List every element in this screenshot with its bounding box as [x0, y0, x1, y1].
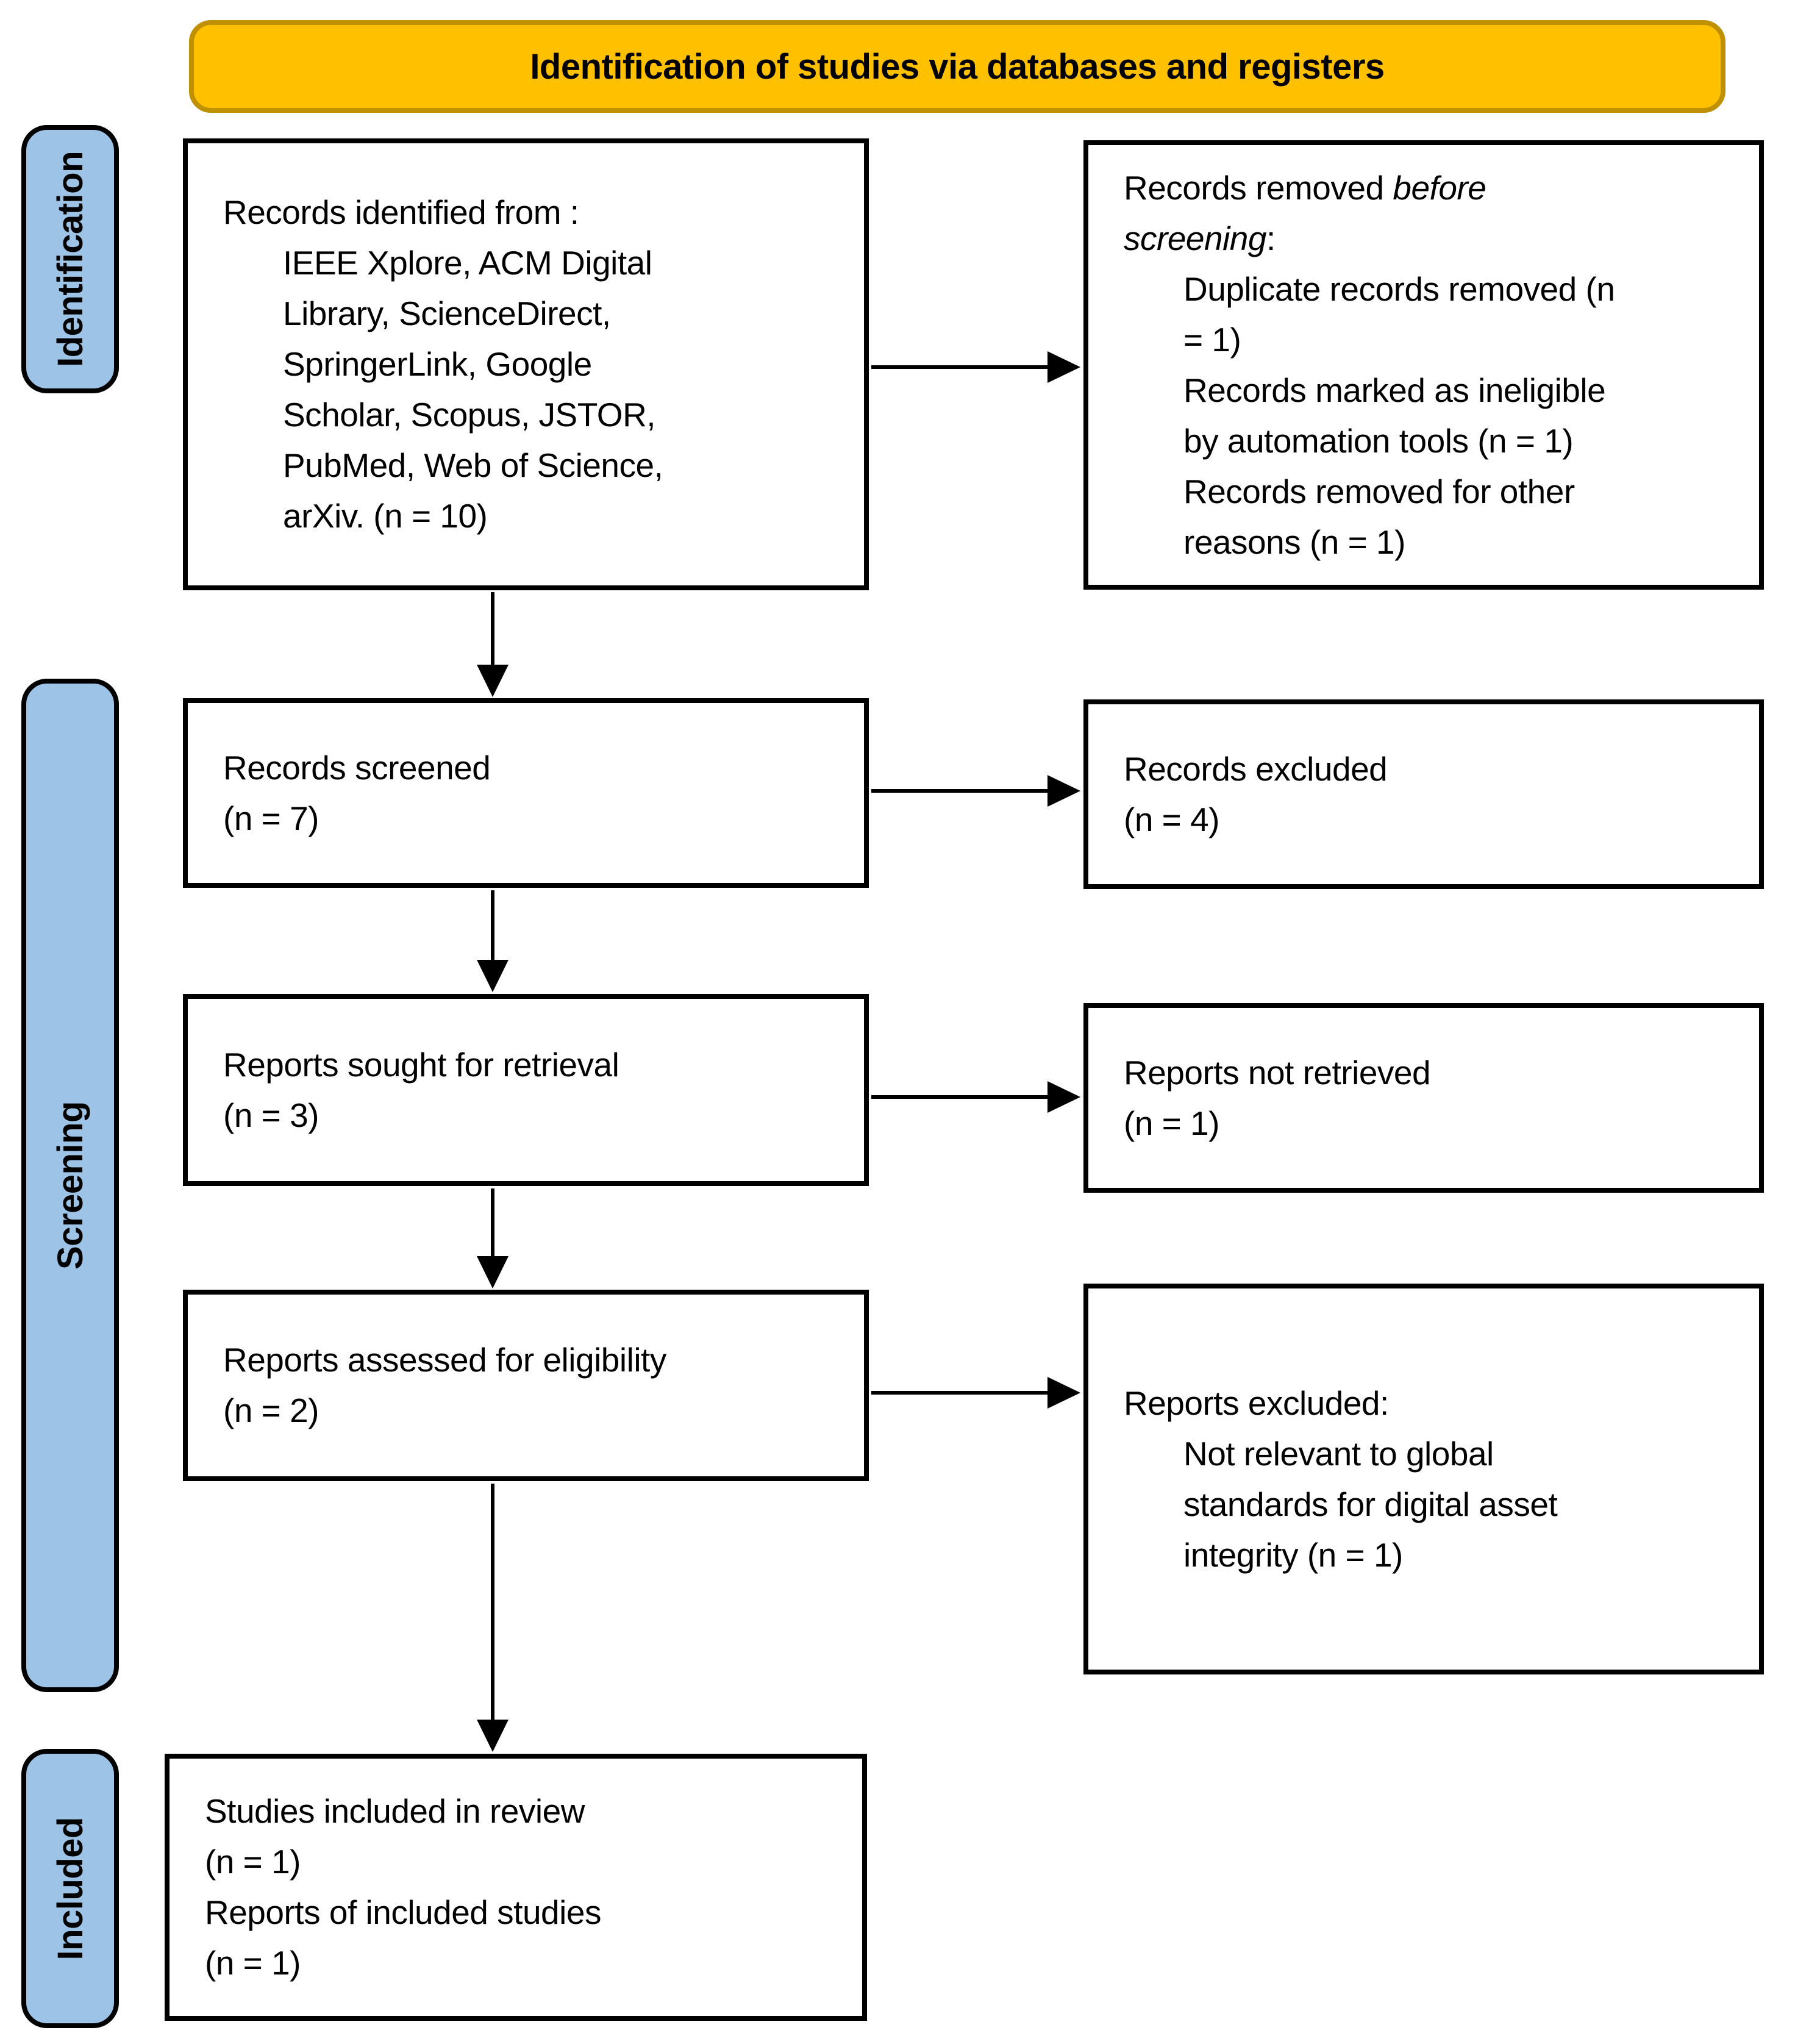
arrow-screened-to-sought [477, 890, 509, 992]
text-line: screening: [1124, 219, 1276, 257]
text-line: Records excluded [1124, 749, 1388, 788]
text-line: arXiv. (n = 10) [283, 497, 488, 535]
stage-identification: Identification [21, 125, 119, 393]
stage-screening-label: Screening [50, 1101, 90, 1270]
text-line: integrity (n = 1) [1183, 1535, 1403, 1574]
text-line: Records removed for other [1183, 472, 1575, 510]
box-records-excluded-text: Records excluded (n = 4) [1088, 744, 1759, 845]
text-line: Reports sought for retrieval [223, 1045, 619, 1084]
stage-screening: Screening [21, 679, 119, 1692]
text-line: (n = 7) [223, 799, 319, 837]
box-studies-included: Studies included in review (n = 1) Reports… [165, 1754, 867, 2021]
text-line: Duplicate records removed (n [1183, 270, 1615, 308]
text-line: (n = 3) [223, 1096, 319, 1134]
box-reports-sought-text: Reports sought for retrieval (n = 3) [188, 1040, 864, 1141]
text-line: Records identified from : [223, 193, 579, 231]
text-line: Records screened [223, 748, 491, 787]
text-line: Reports assessed for eligibility [223, 1341, 666, 1379]
text-line: Records removed before [1124, 168, 1486, 207]
diagram-title: Identification of studies via databases … [530, 46, 1385, 87]
arrow-sought-to-assessed [477, 1188, 509, 1288]
box-studies-included-text: Studies included in review (n = 1) Reports… [170, 1786, 862, 1989]
title-banner: Identification of studies via databases … [189, 20, 1725, 113]
box-records-identified: Records identified from : IEEE Xplore, AC… [183, 138, 869, 590]
arrow-assessed-to-reports-excluded [871, 1377, 1080, 1409]
text-line: by automation tools (n = 1) [1183, 421, 1574, 460]
stage-included: Included [21, 1749, 119, 2028]
box-reports-not-retrieved: Reports not retrieved (n = 1) [1083, 1003, 1764, 1193]
text-line: PubMed, Web of Science, [283, 446, 663, 484]
text-line: Scholar, Scopus, JSTOR, [283, 396, 656, 434]
stage-identification-label: Identification [50, 151, 90, 367]
box-reports-not-retrieved-text: Reports not retrieved (n = 1) [1088, 1048, 1759, 1149]
box-records-excluded: Records excluded (n = 4) [1083, 699, 1764, 889]
text-line: Not relevant to global [1183, 1434, 1494, 1473]
box-records-identified-text: Records identified from : IEEE Xplore, AC… [188, 187, 864, 541]
box-records-removed: Records removed before screening: Duplicat… [1083, 140, 1764, 590]
text-line: Reports excluded: [1124, 1384, 1389, 1422]
arrow-assessed-to-included [477, 1484, 509, 1752]
text-line: Reports not retrieved [1124, 1053, 1431, 1092]
text-line: IEEE Xplore, ACM Digital [283, 244, 652, 282]
box-reports-assessed-text: Reports assessed for eligibility (n = 2) [188, 1335, 864, 1436]
stage-included-label: Included [50, 1817, 90, 1960]
text-line: reasons (n = 1) [1183, 523, 1405, 561]
text-line: Studies included in review [205, 1792, 585, 1830]
box-reports-sought: Reports sought for retrieval (n = 3) [183, 994, 869, 1186]
arrow-identified-to-removed [871, 351, 1080, 383]
arrow-screened-to-excluded [871, 775, 1080, 807]
text-line: = 1) [1183, 320, 1241, 359]
text-line: (n = 1) [1124, 1104, 1220, 1142]
box-reports-excluded-text: Reports excluded: Not relevant to global s… [1088, 1378, 1759, 1581]
box-records-screened: Records screened (n = 7) [183, 698, 869, 888]
box-records-removed-text: Records removed before screening: Duplicat… [1088, 163, 1759, 568]
text-line: SpringerLink, Google [283, 345, 592, 383]
text-line: (n = 1) [205, 1843, 301, 1881]
text-line: standards for digital asset [1183, 1485, 1558, 1523]
text-line: (n = 1) [205, 1944, 301, 1982]
text-line: (n = 4) [1124, 800, 1220, 838]
text-line: (n = 2) [223, 1392, 319, 1429]
box-records-screened-text: Records screened (n = 7) [188, 743, 864, 844]
box-reports-assessed: Reports assessed for eligibility (n = 2) [183, 1290, 869, 1481]
arrow-sought-to-not-retrieved [871, 1081, 1080, 1113]
text-line: Library, ScienceDirect, [283, 295, 611, 332]
text-line: Reports of included studies [205, 1893, 601, 1931]
text-line: Records marked as ineligible [1183, 371, 1606, 409]
box-reports-excluded: Reports excluded: Not relevant to global s… [1083, 1284, 1764, 1674]
arrow-identified-to-screened [477, 592, 509, 697]
